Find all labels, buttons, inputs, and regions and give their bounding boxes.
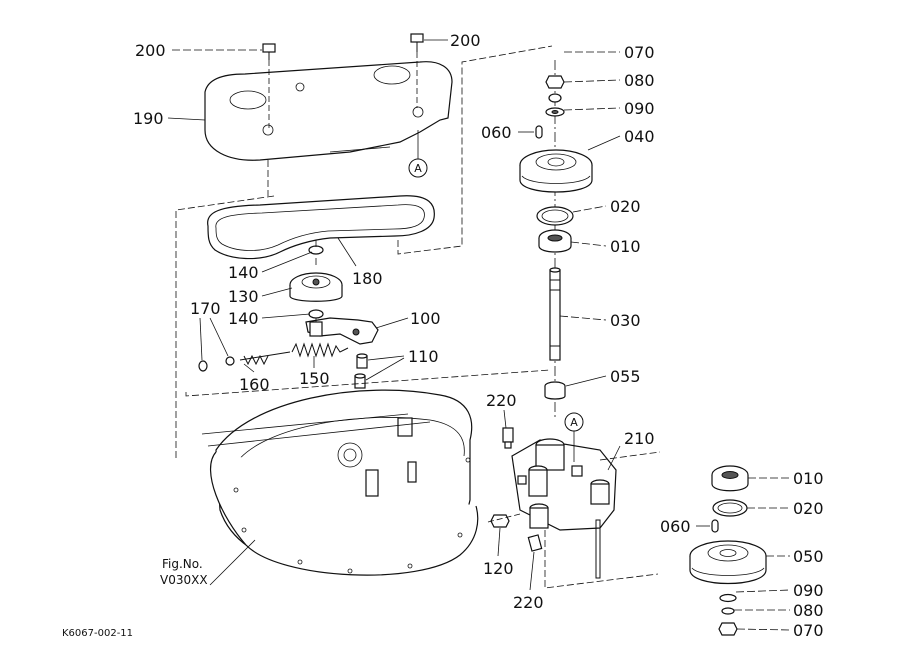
callout-060-top: 060 <box>481 123 512 142</box>
callout-220-top: 220 <box>486 391 517 410</box>
callout-030: 030 <box>610 311 641 330</box>
grease-fitting-220-top <box>502 427 514 449</box>
washer-080-top <box>548 93 562 103</box>
nut-120 <box>490 514 510 528</box>
spindle-housing-210 <box>511 438 617 579</box>
collar-055 <box>544 381 566 400</box>
pulley-040 <box>519 149 593 193</box>
callout-200-right: 200 <box>450 31 481 50</box>
washer-090-bottom <box>719 593 737 603</box>
callout-100: 100 <box>410 309 441 328</box>
callout-090-top: 090 <box>624 99 655 118</box>
figure-number-value: V030XX <box>160 573 208 587</box>
tension-arm-100 <box>305 317 379 345</box>
nut-170 <box>198 360 208 372</box>
callout-010-top: 010 <box>610 237 641 256</box>
grease-fitting-220-bottom <box>527 534 543 552</box>
key-060-bottom <box>711 519 719 533</box>
key-060-top <box>535 125 543 139</box>
callout-010-bottom: 010 <box>793 469 824 488</box>
callout-200-left: 200 <box>135 41 166 60</box>
callout-070-top: 070 <box>624 43 655 62</box>
callout-120: 120 <box>483 559 514 578</box>
spring-150 <box>291 342 349 358</box>
idler-pulley-130 <box>289 272 343 302</box>
callout-080-top: 080 <box>624 71 655 90</box>
callouts: 200 200 190 070 080 090 060 040 020 010 … <box>133 31 824 640</box>
callout-140-top: 140 <box>228 263 259 282</box>
callout-180: 180 <box>352 269 383 288</box>
callout-020-bottom: 020 <box>793 499 824 518</box>
figure-number-label: Fig.No. <box>162 557 203 571</box>
bolt-200-right <box>410 33 424 52</box>
callout-170: 170 <box>190 299 221 318</box>
bushing-110-b <box>354 373 366 389</box>
callout-160: 160 <box>239 375 270 394</box>
v-belt <box>207 195 435 260</box>
callout-220-bottom: 220 <box>513 593 544 612</box>
bearing-010-top <box>538 229 572 253</box>
snap-ring-020-bottom <box>712 499 748 517</box>
catalog-code: K6067-002-11 <box>62 628 133 639</box>
belt-cover <box>204 61 453 161</box>
washer-140-top <box>308 245 324 255</box>
callout-080-bottom: 080 <box>793 601 824 620</box>
leader-lines <box>167 39 791 631</box>
callout-060-bottom: 060 <box>660 517 691 536</box>
callout-140-bottom: 140 <box>228 309 259 328</box>
reference-mark-a-bottom: A <box>564 412 584 462</box>
bearing-010-bottom <box>711 465 749 492</box>
bushing-110-a <box>356 353 368 369</box>
pulley-050 <box>689 540 767 584</box>
snap-ring-020-top <box>536 206 574 226</box>
callout-050: 050 <box>793 547 824 566</box>
callout-130: 130 <box>228 287 259 306</box>
mower-deck <box>201 389 479 576</box>
washer-080-bottom <box>721 607 735 615</box>
callout-210: 210 <box>624 429 655 448</box>
callout-190: 190 <box>133 109 164 128</box>
nut-070-bottom <box>718 622 738 636</box>
bolt-200-left <box>262 43 276 60</box>
callout-020-top: 020 <box>610 197 641 216</box>
washer-140-bottom <box>308 309 324 319</box>
nut-070-top <box>545 75 565 89</box>
callout-090-bottom: 090 <box>793 581 824 600</box>
reference-mark-a-top: A <box>408 130 428 178</box>
reference-mark-a-top-label: A <box>414 162 422 175</box>
eye-bolt-160 <box>225 351 291 366</box>
callout-110: 110 <box>408 347 439 366</box>
callout-150: 150 <box>299 369 330 388</box>
reference-mark-a-bottom-label: A <box>570 416 578 429</box>
callout-070-bottom: 070 <box>793 621 824 640</box>
callout-055: 055 <box>610 367 641 386</box>
shaft-030 <box>549 267 561 361</box>
callout-040: 040 <box>624 127 655 146</box>
washer-090-top <box>545 107 565 117</box>
